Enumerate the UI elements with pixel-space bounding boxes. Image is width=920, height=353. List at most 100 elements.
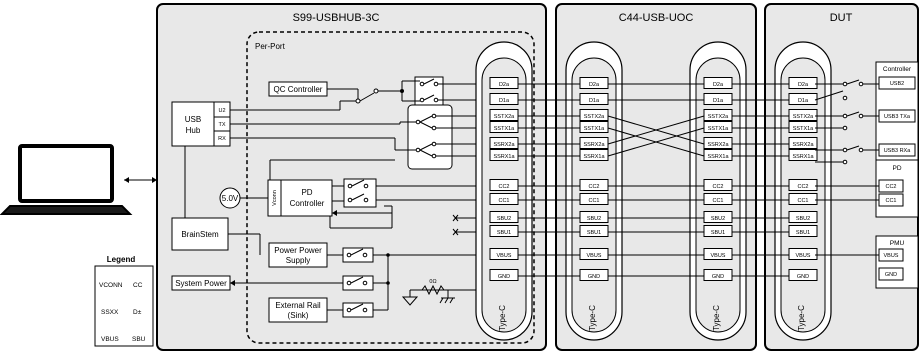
svg-text:U2: U2 xyxy=(218,108,225,114)
cable-right-pin-label: CC2 xyxy=(712,184,723,190)
svg-text:CC2: CC2 xyxy=(885,184,896,190)
cable-right-pin-box xyxy=(703,193,733,205)
dut-pin-label: SSRX2a xyxy=(792,142,814,148)
svg-text:Supply: Supply xyxy=(286,256,310,265)
d-switch xyxy=(402,76,444,108)
hub-pin-label: GND xyxy=(498,274,510,280)
dut-pin-box xyxy=(788,193,818,205)
legend-item-vconn: VCONN xyxy=(99,282,123,289)
svg-text:Type-C: Type-C xyxy=(498,305,507,331)
legend: Legend VCONN CC SSXX D± VBUS SBU xyxy=(94,255,154,347)
hub-pin-label: VBUS xyxy=(497,253,512,259)
dut-pin-box xyxy=(788,211,818,223)
external-rail-block: External Rail (Sink) xyxy=(268,297,328,323)
svg-text:(Sink): (Sink) xyxy=(288,311,309,320)
svg-text:System Power: System Power xyxy=(175,279,227,288)
power-supply-block: Power Power Supply xyxy=(268,242,328,268)
cable-right-pin-label: GND xyxy=(712,274,724,280)
vconn-supply: 5.0V xyxy=(219,187,241,209)
hub-pin-box xyxy=(489,77,519,89)
hub-pin-label: D2a xyxy=(499,82,510,88)
svg-text:PD: PD xyxy=(892,165,901,172)
cable-right-pin-box xyxy=(703,248,733,260)
svg-text:TX: TX xyxy=(218,122,225,128)
sys-power-switch xyxy=(342,275,374,291)
cable-left-pin-box xyxy=(579,149,609,161)
hub-pin-box xyxy=(489,93,519,105)
hub-pin-label: D1a xyxy=(499,98,510,104)
legend-item-dpm: D± xyxy=(133,309,142,316)
cable-left-pin-label: VBUS xyxy=(587,253,602,259)
cable-left-pin-box xyxy=(579,137,609,149)
hub-pin-box xyxy=(489,137,519,149)
cable-right-pin-label: SBU1 xyxy=(711,230,725,236)
dut-pin-box xyxy=(788,225,818,237)
hub-pin-label: SBU1 xyxy=(497,230,511,236)
dut-pin-label: SBU1 xyxy=(796,230,810,236)
svg-text:PD: PD xyxy=(301,188,312,197)
hub-pin-label: SSTX1a xyxy=(494,126,515,132)
cable-right-pin-label: CC1 xyxy=(712,198,723,204)
cable-right-pin-label: SBU2 xyxy=(711,216,725,222)
dut-pin-label: CC1 xyxy=(797,198,808,204)
hub-pin-box xyxy=(489,179,519,191)
per-port-label: Per-Port xyxy=(255,42,286,51)
cable-left-pin-label: SSRX1a xyxy=(583,154,605,160)
hub-pin-label: CC1 xyxy=(498,198,509,204)
cable-left-pin-box xyxy=(579,269,609,281)
cable-left-pin-box xyxy=(579,77,609,89)
dut-pin-label: D2a xyxy=(798,82,809,88)
dut-switches xyxy=(814,79,879,165)
hub-pin-box xyxy=(489,193,519,205)
cable-left-pin-box xyxy=(579,93,609,105)
svg-text:CC1: CC1 xyxy=(885,198,896,204)
system-power-block: System Power xyxy=(171,275,231,291)
svg-text:External Rail: External Rail xyxy=(275,301,321,310)
hub-pin-box xyxy=(489,225,519,237)
cable-right-pin-label: D2a xyxy=(713,82,724,88)
svg-text:Type-C: Type-C xyxy=(797,305,806,331)
svg-text:GND: GND xyxy=(885,272,897,278)
svg-text:RX: RX xyxy=(218,136,226,142)
dut-pin-label: SBU2 xyxy=(796,216,810,222)
hub-pin-box xyxy=(489,109,519,121)
vbus-switch xyxy=(342,247,374,263)
dut-pin-label: SSTX1a xyxy=(793,126,814,132)
brainstem-block: BrainStem xyxy=(171,217,229,251)
cable-right-pin-label: SSRX1a xyxy=(707,154,729,160)
dut-pmu-block: PMU VBUS GND xyxy=(875,235,919,289)
cable-left-pin-box xyxy=(579,248,609,260)
cable-right-pin-box xyxy=(703,93,733,105)
dut-pin-box xyxy=(788,248,818,260)
ground-resistor: 0Ω xyxy=(401,279,480,306)
usb-hub-block: USB Hub U2 TX RX xyxy=(171,101,231,147)
legend-item-sbu: SBU xyxy=(132,336,146,343)
dut-pin-box xyxy=(788,109,818,121)
cable-right-pin-box xyxy=(703,225,733,237)
cable-left-pin-label: CC1 xyxy=(588,198,599,204)
hub-pin-label: SSTX2a xyxy=(494,114,515,120)
pd-controller-block: Vconn PD Controller xyxy=(267,179,333,217)
hub-pin-label: SSRX1a xyxy=(493,154,515,160)
hub-pin-box xyxy=(489,211,519,223)
crossover-wire xyxy=(607,115,705,145)
svg-text:Type-C: Type-C xyxy=(712,305,721,331)
cable-right-pin-label: D1a xyxy=(713,98,724,104)
cable-left-pin-box xyxy=(579,211,609,223)
legend-item-vbus: VBUS xyxy=(101,336,119,343)
dut-pin-box xyxy=(788,121,818,133)
crossover-wire xyxy=(607,127,705,157)
svg-text:VBUS: VBUS xyxy=(884,253,899,259)
dut-pin-box xyxy=(788,179,818,191)
resistor-label: 0Ω xyxy=(429,279,436,285)
svg-text:BrainStem: BrainStem xyxy=(181,230,219,239)
svg-text:PMU: PMU xyxy=(890,240,905,247)
cable-right-pin-label: SSRX2a xyxy=(707,142,729,148)
hub-pin-label: CC2 xyxy=(498,184,509,190)
dut-pin-label: VBUS xyxy=(796,253,811,259)
svg-text:USB: USB xyxy=(185,115,201,124)
dut-pin-label: D1a xyxy=(798,98,809,104)
dut-controller-block: Controller USB2 USB3 TXa USB3 RXa xyxy=(875,61,919,171)
svg-text:USB2: USB2 xyxy=(890,81,904,87)
svg-text:USB3 RXa: USB3 RXa xyxy=(884,148,912,154)
